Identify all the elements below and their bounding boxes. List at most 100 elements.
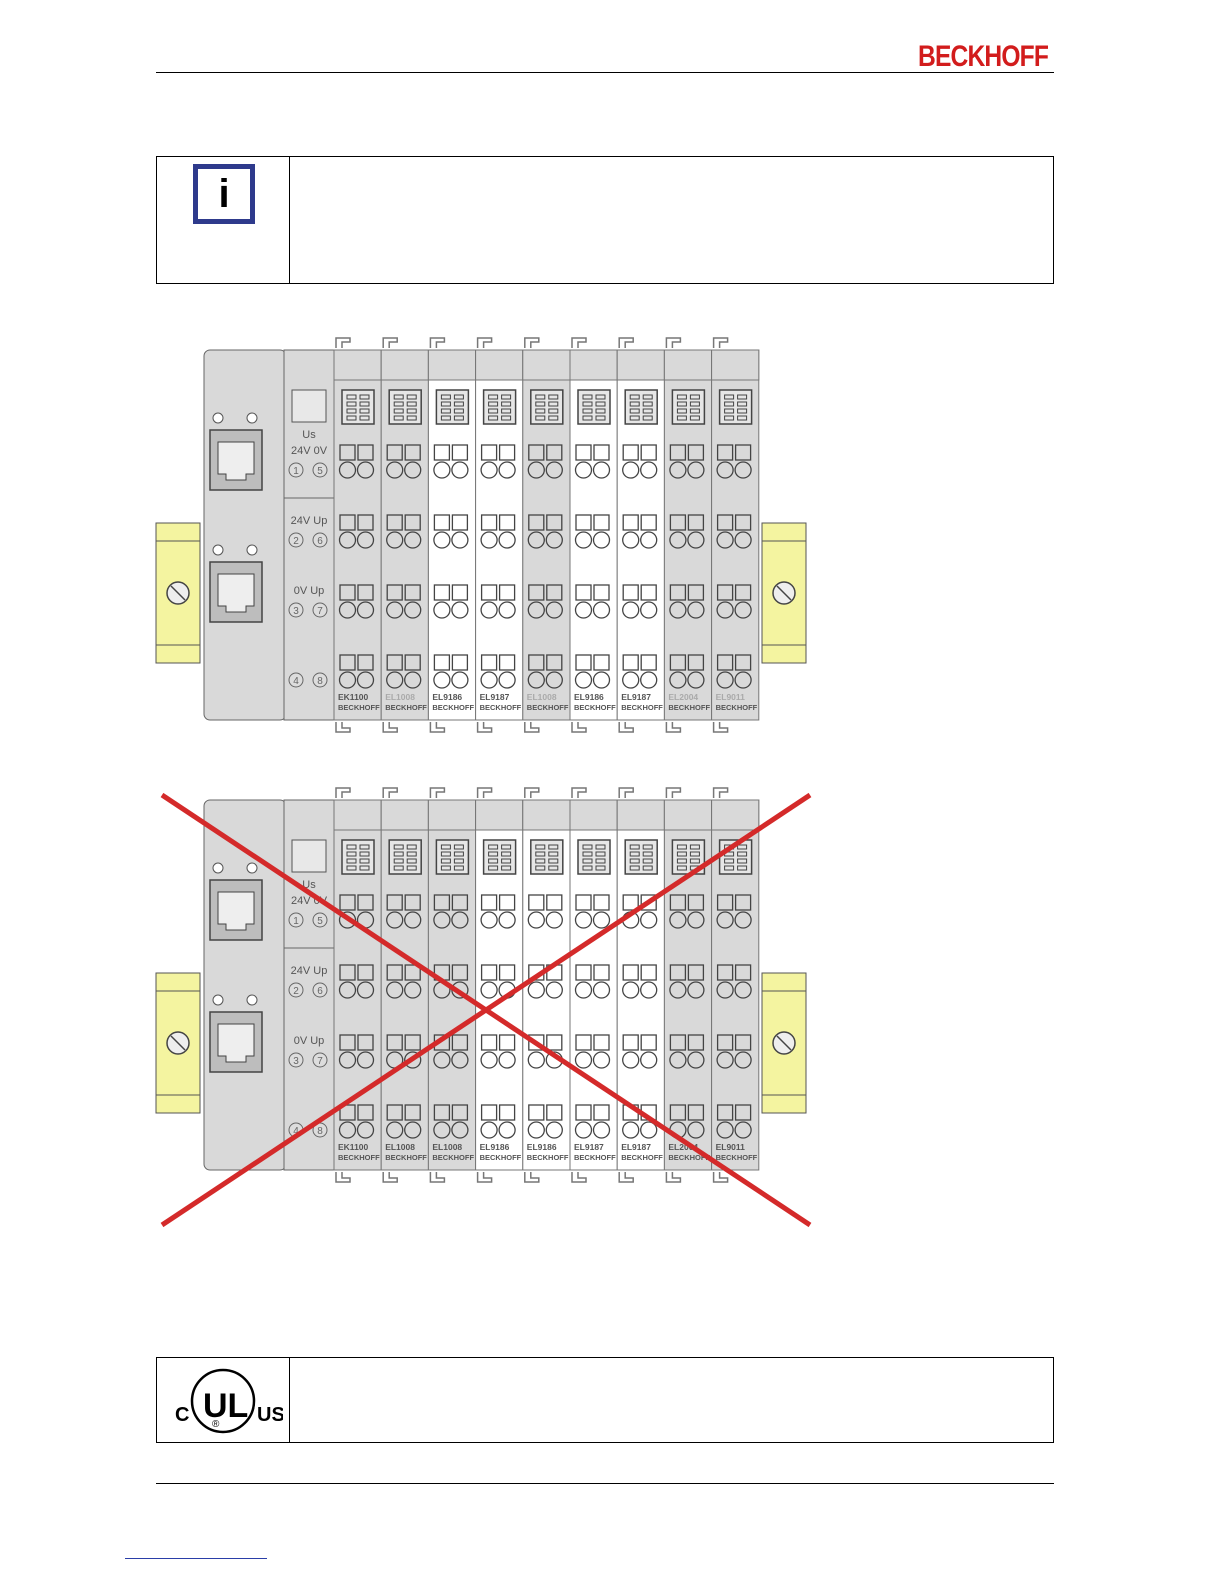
module-type-label: EL9187 — [621, 1142, 651, 1152]
power-label-2: 24V Up — [291, 965, 328, 977]
module-brand-label: BECKHOFF — [668, 703, 710, 712]
header-rule — [156, 72, 1054, 73]
led-icon — [246, 994, 258, 1006]
module-type-label: EL9186 — [480, 1142, 510, 1152]
terminal-number: 8 — [317, 1126, 323, 1137]
terminal-number: 1 — [293, 916, 299, 927]
power-label-3: 0V Up — [294, 585, 325, 597]
module-type-label: EL1008 — [385, 1142, 415, 1152]
terminal-number: 6 — [317, 536, 323, 547]
power-label-3: 0V Up — [294, 1035, 325, 1047]
module-brand-label: BECKHOFF — [385, 1153, 427, 1162]
cross-line-2 — [160, 792, 812, 1228]
module-type-label: EL1008 — [385, 692, 415, 702]
led-icon — [212, 994, 224, 1006]
note-box: i — [156, 156, 1054, 284]
module-brand-label: BECKHOFF — [432, 703, 474, 712]
module-type-label: EL9187 — [574, 1142, 604, 1152]
led-icon — [246, 862, 258, 874]
module-type-label: EL9011 — [716, 692, 746, 702]
led-icon — [246, 544, 258, 556]
terminal-number: 2 — [293, 986, 299, 997]
module-type-label: EL9187 — [621, 692, 651, 702]
terminal-number: 3 — [293, 1056, 299, 1067]
terminal-number: 4 — [293, 1126, 299, 1137]
module-brand-label: BECKHOFF — [432, 1153, 474, 1162]
coupler-body — [203, 349, 287, 721]
module-brand-label: BECKHOFF — [527, 703, 569, 712]
led-icon — [212, 544, 224, 556]
module-brand-label: BECKHOFF — [716, 1153, 758, 1162]
module-brand-label: BECKHOFF — [338, 703, 380, 712]
module-type-label: EL2004 — [668, 692, 698, 702]
terminal-number: 8 — [317, 676, 323, 687]
module-brand-label: BECKHOFF — [574, 703, 616, 712]
power-label-2: 24V Up — [291, 515, 328, 527]
module-type-label: EL2004 — [668, 1142, 698, 1152]
module-brand-label: BECKHOFF — [574, 1153, 616, 1162]
ul-mark-icon: C UL ® US — [175, 1368, 283, 1434]
module-type-label: EK1100 — [338, 1142, 369, 1152]
ul-mark-ul: UL — [203, 1387, 248, 1425]
module-type-label: EL9186 — [527, 1142, 557, 1152]
module-brand-label: BECKHOFF — [480, 703, 522, 712]
footer-link-underline — [125, 1558, 267, 1559]
ul-mark-us: US — [257, 1404, 283, 1426]
coupler-body — [203, 799, 287, 1171]
ul-box: C UL ® US — [156, 1357, 1054, 1443]
led-icon — [246, 412, 258, 424]
module-type-label: EL1008 — [432, 1142, 462, 1152]
terminal-number: 6 — [317, 986, 323, 997]
ul-mark-c: C — [175, 1404, 189, 1426]
power-label-1: 24V 0V — [291, 445, 328, 457]
module-brand-label: BECKHOFF — [668, 1153, 710, 1162]
footer-rule — [156, 1483, 1054, 1484]
terminal-number: 5 — [317, 916, 323, 927]
module-brand-label: BECKHOFF — [385, 703, 427, 712]
module-brand-label: BECKHOFF — [621, 1153, 663, 1162]
ul-divider — [289, 1358, 290, 1442]
terminal-number: 7 — [317, 606, 323, 617]
module-type-label: EL9186 — [432, 692, 462, 702]
module-brand-label: BECKHOFF — [621, 703, 663, 712]
info-icon: i — [193, 164, 255, 224]
module-brand-label: BECKHOFF — [527, 1153, 569, 1162]
terminal-number: 4 — [293, 676, 299, 687]
brand-logo: BECKHOFF — [918, 40, 1049, 73]
label-us: Us — [302, 429, 316, 441]
module-brand-label: BECKHOFF — [338, 1153, 380, 1162]
module-type-label: EL9011 — [716, 1142, 746, 1152]
terminal-number: 3 — [293, 606, 299, 617]
terminal-number: 7 — [317, 1056, 323, 1067]
module-type-label: EL9186 — [574, 692, 604, 702]
module-type-label: EK1100 — [338, 692, 369, 702]
terminal-number: 2 — [293, 536, 299, 547]
terminal-number: 5 — [317, 466, 323, 477]
module-brand-label: BECKHOFF — [716, 703, 758, 712]
module-brand-label: BECKHOFF — [480, 1153, 522, 1162]
terminal-number: 1 — [293, 466, 299, 477]
note-divider — [289, 157, 290, 283]
led-icon — [212, 412, 224, 424]
module-type-label: EL1008 — [527, 692, 557, 702]
ul-mark-reg: ® — [212, 1419, 220, 1430]
module-type-label: EL9187 — [480, 692, 510, 702]
